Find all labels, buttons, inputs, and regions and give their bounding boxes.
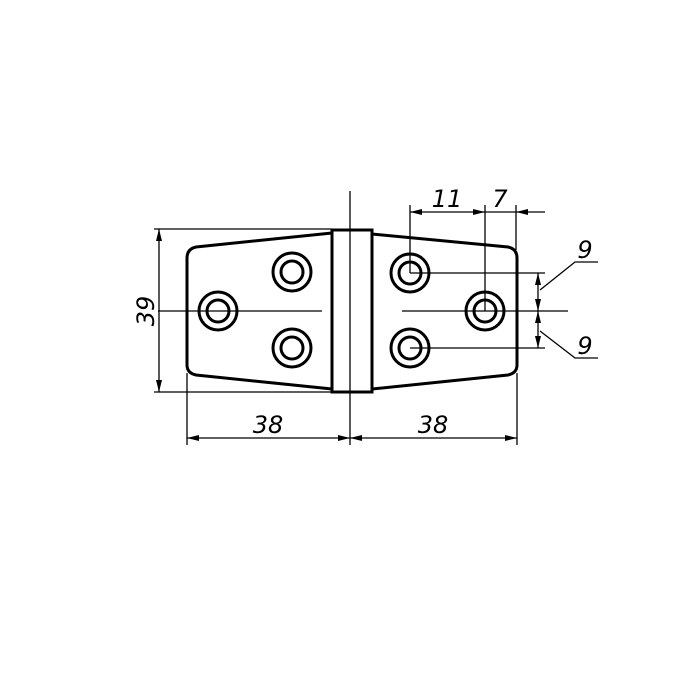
holes bbox=[197, 251, 506, 369]
hole-inner bbox=[279, 259, 305, 285]
dim-edge-offset-x-label: 7 bbox=[492, 185, 508, 213]
arrowhead bbox=[338, 435, 350, 441]
arrowhead bbox=[156, 380, 162, 392]
hole-inner bbox=[279, 335, 305, 361]
knuckle bbox=[330, 228, 374, 394]
lower-leader-line bbox=[539, 330, 598, 359]
arrowhead bbox=[156, 229, 162, 241]
dim-left-width-label: 38 bbox=[253, 411, 284, 439]
arrowheads bbox=[156, 209, 541, 441]
dimension-lines bbox=[154, 191, 598, 445]
arrowhead bbox=[350, 435, 362, 441]
dim-lower-offset-y-label: 9 bbox=[577, 332, 592, 360]
arrowhead bbox=[473, 209, 485, 215]
arrowhead bbox=[187, 435, 199, 441]
arrowhead bbox=[535, 311, 541, 323]
arrowhead bbox=[516, 209, 528, 215]
dim-right-width-label: 38 bbox=[418, 411, 449, 439]
arrowhead bbox=[535, 299, 541, 311]
arrowhead bbox=[535, 273, 541, 285]
dim-hole-offset-x-label: 11 bbox=[432, 185, 463, 213]
hole-outer bbox=[271, 327, 313, 369]
upper-leader-line bbox=[539, 261, 598, 291]
arrowhead bbox=[505, 435, 517, 441]
dim-upper-offset-y-label: 9 bbox=[577, 236, 592, 264]
dim-height-label: 39 bbox=[132, 296, 160, 327]
hole-outer bbox=[271, 251, 313, 293]
arrowhead bbox=[535, 336, 541, 348]
arrowhead bbox=[410, 209, 422, 215]
